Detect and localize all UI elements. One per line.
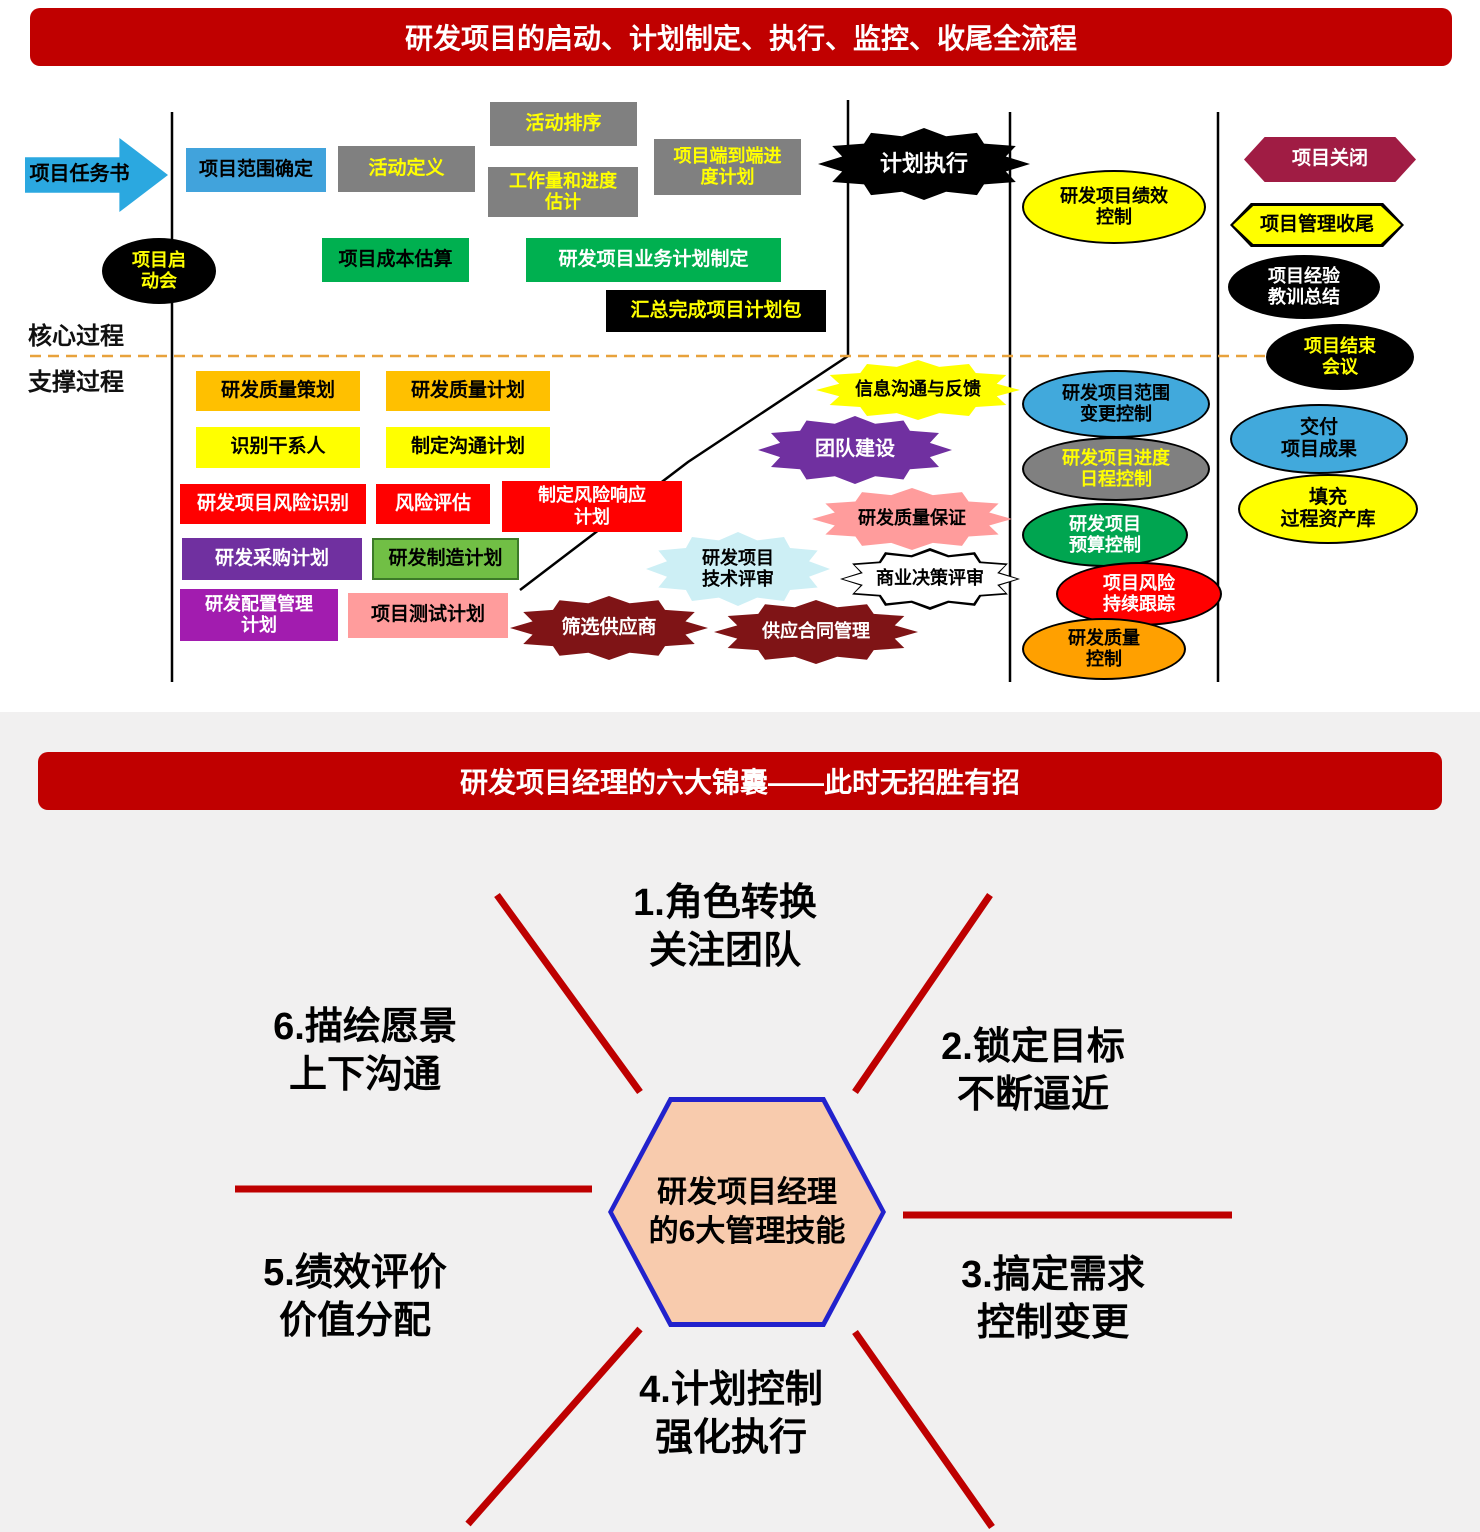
node-scope-change-control: 研发项目范围 变更控制 [1022, 370, 1210, 438]
spoke-bottom-left [465, 1326, 643, 1527]
node-manufacturing-plan: 研发制造计划 [372, 538, 519, 580]
node-budget-control: 研发项目 预算控制 [1022, 503, 1188, 567]
spoke-top-left [494, 892, 643, 1095]
center-hexagon-fill [613, 1102, 881, 1322]
node-communication-plan: 制定沟通计划 [386, 427, 550, 468]
node-risk-identification: 研发项目风险识别 [180, 484, 366, 524]
skill-3-handle-requirements: 3.搞定需求 控制变更 [961, 1254, 1145, 1344]
node-quality-control: 研发质量 控制 [1022, 618, 1186, 680]
center-hexagon-label: 研发项目经理 的6大管理技能 [648, 1176, 846, 1248]
node-pm-closeout: 项目管理收尾 [1230, 203, 1404, 247]
skill-1-role-change: 1.角色转换 关注团队 [633, 882, 817, 972]
node-performance-control: 研发项目绩效 控制 [1022, 170, 1206, 244]
skill-6-vision-communication: 6.描绘愿景 上下沟通 [273, 1006, 457, 1096]
bottom-banner-title: 研发项目经理的六大锦囊——此时无招胜有招 [38, 752, 1442, 810]
node-risk-response-plan: 制定风险响应 计划 [502, 481, 682, 532]
node-kickoff-meeting: 项目启 动会 [102, 238, 216, 304]
node-quality-planning: 研发质量策划 [196, 371, 360, 411]
node-end-to-end-schedule: 项目端到端进 度计划 [654, 139, 801, 195]
label-core-process: 核心过程 [28, 323, 124, 350]
top-banner-title: 研发项目的启动、计划制定、执行、监控、收尾全流程 [30, 8, 1452, 66]
node-workload-estimate: 工作量和进度 估计 [488, 167, 638, 217]
spoke-top-right [852, 893, 993, 1094]
center-hexagon: 研发项目经理 的6大管理技能 [608, 1097, 886, 1327]
skill-5-performance-evaluation: 5.绩效评价 价值分配 [263, 1252, 447, 1342]
node-scope-confirm: 项目范围确定 [186, 148, 326, 192]
node-process-asset-library: 填充 过程资产库 [1238, 474, 1418, 544]
node-schedule-control: 研发项目进度 日程控制 [1022, 437, 1210, 501]
pm-closeout-fill [1233, 206, 1401, 244]
node-risk-tracking: 项目风险 持续跟踪 [1056, 562, 1222, 626]
skill-2-lock-target: 2.锁定目标 不断逼近 [941, 1026, 1125, 1116]
skill-spokes [235, 892, 1232, 1530]
node-config-management-plan: 研发配置管理 计划 [180, 589, 338, 641]
node-quality-plan: 研发质量计划 [386, 371, 550, 411]
node-activity-sequencing: 活动排序 [490, 102, 637, 146]
plan-exec-divider-diagonal [519, 354, 849, 591]
label-support-process: 支撑过程 [28, 369, 124, 396]
node-activity-definition: 活动定义 [338, 146, 475, 192]
node-cost-estimate: 项目成本估算 [322, 238, 469, 282]
node-identify-stakeholders: 识别干系人 [196, 427, 360, 468]
spoke-bottom-right [852, 1329, 995, 1530]
node-deliver-results: 交付 项目成果 [1230, 404, 1408, 474]
skill-4-plan-control: 4.计划控制 强化执行 [639, 1369, 823, 1459]
node-lessons-learned: 项目经验 教训总结 [1228, 255, 1380, 319]
node-business-decision-review: 商业决策评审 [840, 548, 1020, 610]
top-process-diagram: 研发项目的启动、计划制定、执行、监控、收尾全流程 核心过程 支撑过程 项目任务书… [0, 0, 1480, 712]
node-plan-package: 汇总完成项目计划包 [606, 290, 826, 332]
node-end-meeting: 项目结束 会议 [1266, 324, 1414, 390]
node-business-plan: 研发项目业务计划制定 [526, 238, 781, 282]
bottom-skills-diagram: 研发项目经理的六大锦囊——此时无招胜有招 研发项目经理 的6大管理技能 1.角色… [0, 712, 1480, 1532]
node-risk-evaluation: 风险评估 [376, 484, 490, 524]
node-procurement-plan: 研发采购计划 [182, 538, 362, 580]
node-test-plan: 项目测试计划 [348, 593, 508, 638]
node-project-close: 项目关闭 [1244, 137, 1416, 182]
